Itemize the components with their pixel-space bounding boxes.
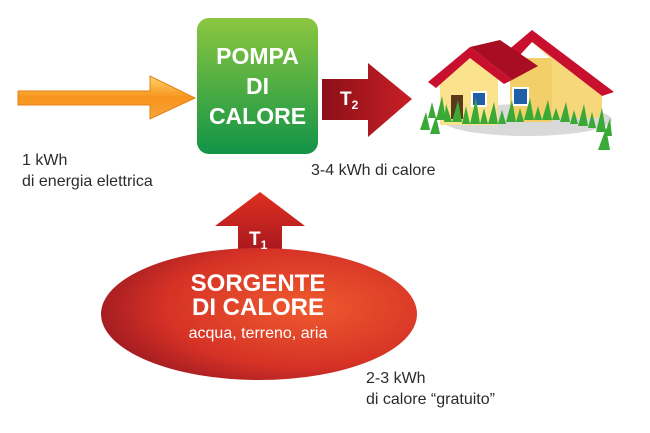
input-arrow-icon <box>17 75 197 120</box>
source-temp-index: 1 <box>260 238 268 252</box>
heat-pump-line-2: DI <box>246 73 269 99</box>
heat-source-ellipse <box>101 248 417 380</box>
heat-source-title-line-2: DI CALORE <box>192 294 324 321</box>
source-temp-symbol: T <box>249 229 261 250</box>
free-heat-line-1: 2-3 kWh <box>366 370 426 387</box>
heat-pump-box <box>197 18 318 154</box>
heat-pump-line-3: CALORE <box>208 103 307 129</box>
output-temp-symbol: T <box>340 89 352 110</box>
grass-icon <box>420 96 612 150</box>
heat-pump-line-1: POMPA <box>216 43 299 69</box>
electric-input-line-1: 1 kWh <box>22 152 68 169</box>
heat-output-label: 3-4 kWh di calore <box>311 162 436 179</box>
heat-source-title-line-1: SORGENTE <box>190 270 326 297</box>
electric-input-label: 1 kWh di energia elettrica <box>22 150 153 192</box>
free-heat-label: 2-3 kWh di calore “gratuito” <box>366 368 495 410</box>
source-heat-arrow <box>215 192 305 256</box>
heat-source-subtitle: acqua, terreno, aria <box>188 325 328 342</box>
heat-source-title: SORGENTE DI CALORE <box>100 272 416 320</box>
output-temp-index: 2 <box>351 98 359 112</box>
free-heat-line-2: di calore “gratuito” <box>366 391 495 408</box>
heat-pump-label: POMPA DI CALORE <box>197 18 318 154</box>
source-temperature-label: T1 <box>249 230 267 255</box>
electric-input-line-2: di energia elettrica <box>22 173 153 190</box>
output-temperature-label: T2 <box>340 90 358 115</box>
output-heat-arrow <box>322 63 412 137</box>
